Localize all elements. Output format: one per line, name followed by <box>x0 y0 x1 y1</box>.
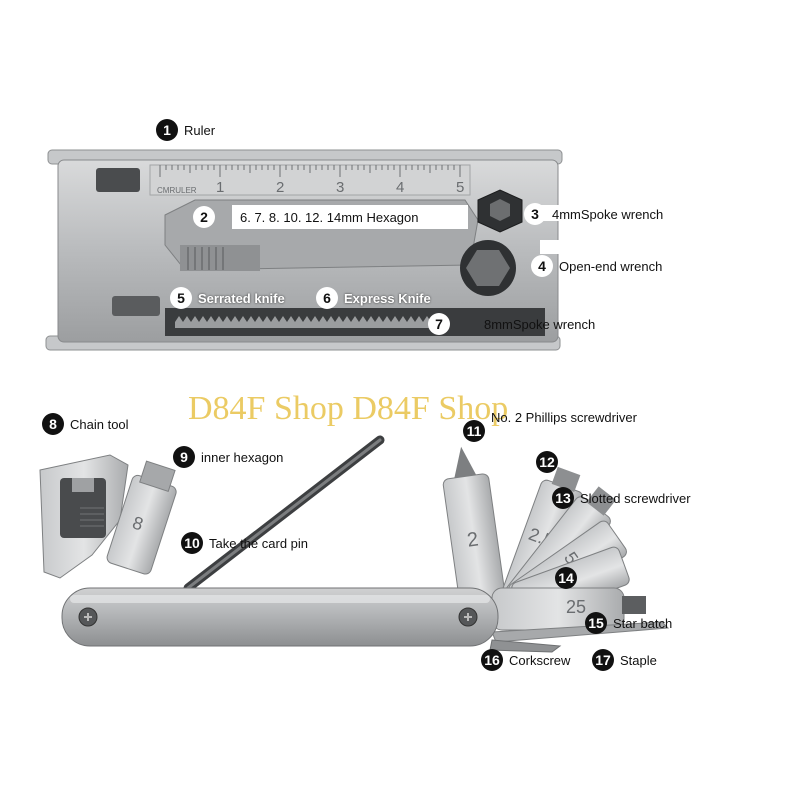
callout-label: Ruler <box>184 122 216 138</box>
chain-tool-spring <box>80 507 104 527</box>
callout-label: Chain tool <box>70 416 129 432</box>
callout-number: 5 <box>170 287 192 309</box>
callout-number: 7 <box>428 313 450 335</box>
callout-label: Serrated knife <box>198 290 285 306</box>
callout-number: 10 <box>181 532 203 554</box>
callout-number: 4 <box>531 255 553 277</box>
callout-express-knife: 6 Express Knife <box>316 287 431 309</box>
callout-label: No. 2 Phillips screwdriver <box>491 410 637 425</box>
card-notch-lower <box>112 296 160 316</box>
callout-inner-hexagon: 9 inner hexagon <box>173 446 283 468</box>
chain-tool-pin <box>72 478 94 492</box>
thread-area <box>180 245 260 271</box>
callout-label: Corkscrew <box>509 652 571 668</box>
hexagon-label-box: 6. 7. 8. 10. 12. 14mm Hexagon <box>232 205 468 229</box>
callout-number: 2 <box>193 206 215 228</box>
callout-8mm-spoke-wrench: 7 8mmSpoke wrench <box>428 313 595 335</box>
callout-number: 8 <box>42 413 64 435</box>
star-25-engraving: 25 <box>566 597 586 617</box>
callout-slotted: 13 Slotted screwdriver <box>552 487 691 509</box>
callout-number: 16 <box>481 649 503 671</box>
notch-right-2 <box>540 240 562 254</box>
inner-hexagon-arm: 8 <box>106 460 177 575</box>
callout-label: Open-end wrench <box>559 258 663 274</box>
callout-number: 15 <box>585 612 607 634</box>
callout-label: inner hexagon <box>201 449 284 465</box>
callout-number: 9 <box>173 446 195 468</box>
callout-number: 6 <box>316 287 338 309</box>
ruler-number: 5 <box>456 179 464 196</box>
ruler-number: 1 <box>216 179 224 196</box>
callout-hexagon: 2 <box>193 206 215 228</box>
ruler-number: 3 <box>336 179 344 196</box>
callout-label: Slotted screwdriver <box>580 490 691 506</box>
ruler-number: 4 <box>396 179 404 196</box>
shop-watermark: D84F Shop D84F Shop <box>188 390 509 427</box>
bit-phillips-2: 2 <box>442 446 506 609</box>
hexagon-label: 6. 7. 8. 10. 12. 14mm Hexagon <box>240 209 419 225</box>
bit-2-engraving: 2 <box>466 528 480 551</box>
thread-lines <box>187 247 224 270</box>
callout-label: 8mmSpoke wrench <box>484 316 596 332</box>
callout-label: Staple <box>620 652 657 668</box>
callout-label: Take the card pin <box>209 535 309 551</box>
serration-teeth <box>175 316 431 328</box>
ruler-brand: CMRULER <box>157 186 197 195</box>
callout-staple: 17 Staple <box>592 649 657 671</box>
callout-4mm-spoke-wrench: 3 4mmSpoke wrench <box>524 203 663 225</box>
callout-number: 12 <box>536 451 558 473</box>
right-screw-star <box>464 613 472 621</box>
callout-corkscrew: 16 Corkscrew <box>481 649 570 671</box>
callout-label: Express Knife <box>344 290 431 306</box>
callout-chain-tool: 8 Chain tool <box>42 413 129 435</box>
callout-number: 3 <box>524 203 546 225</box>
callout-label: Star batch <box>613 615 673 631</box>
handle-highlight <box>70 595 490 603</box>
callout-ruler: 1 Ruler <box>156 119 215 141</box>
spoke-wrench-inner <box>490 199 510 221</box>
open-end-wrench-inner <box>466 250 510 286</box>
callout-number: 1 <box>156 119 178 141</box>
callout-number: 13 <box>552 487 574 509</box>
card-notch <box>96 168 140 192</box>
callout-serrated-knife: 5 Serrated knife <box>170 287 285 309</box>
callout-number: 17 <box>592 649 614 671</box>
callout-card-pin: 10 Take the card pin <box>181 532 308 554</box>
callout-label: 4mmSpoke wrench <box>552 206 664 222</box>
folding-multitool: 8 2 2.5 <box>39 435 670 653</box>
ruler-number: 2 <box>276 179 284 196</box>
callout-number: 11 <box>463 420 485 442</box>
callout-star-batch: 15 Star batch <box>585 612 672 634</box>
callout-open-end-wrench: 4 Open-end wrench <box>531 255 662 277</box>
callout-phillips: 11 No. 2 Phillips screwdriver <box>463 410 637 442</box>
corkscrew-blade <box>489 639 562 653</box>
callout-number: 14 <box>555 567 577 589</box>
callout-bit-14: 14 <box>555 567 577 589</box>
left-screw-star <box>84 613 92 621</box>
ruler-ticks: 1 2 3 4 5 <box>159 165 464 196</box>
callout-bit-12: 12 <box>536 451 558 473</box>
card-pin <box>183 435 385 593</box>
